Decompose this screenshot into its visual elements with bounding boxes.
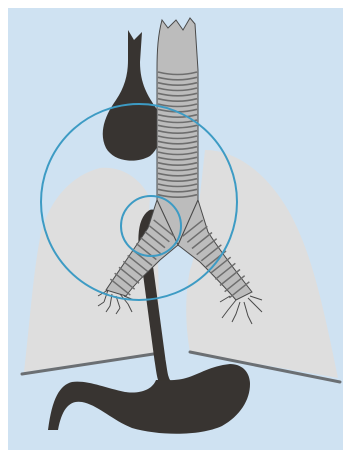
anatomy-illustration bbox=[0, 0, 351, 458]
anatomy-figure bbox=[0, 0, 351, 458]
